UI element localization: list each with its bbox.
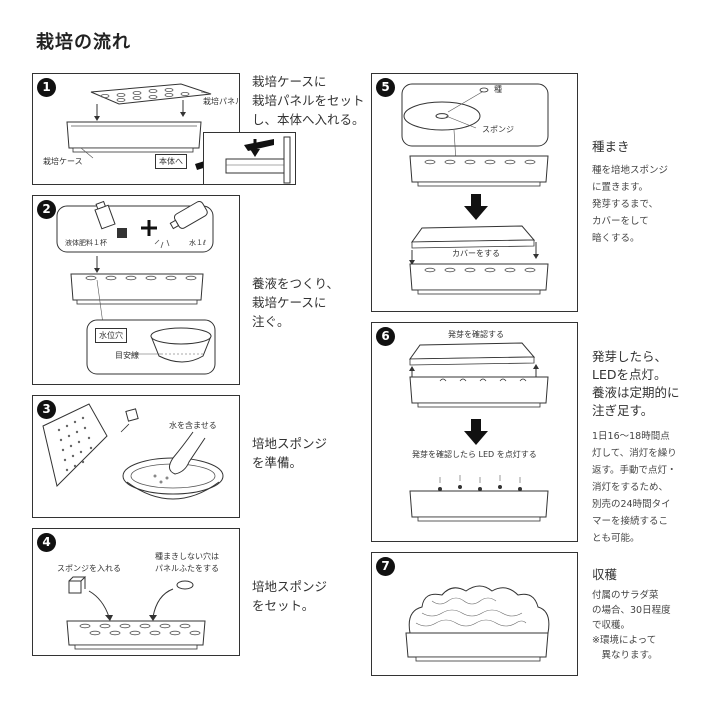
step-4-panel: スポンジを入れる 種まきしない穴は パネルふたをする 4 [32, 528, 240, 656]
label-cover-unused-holes-1: 種まきしない穴は [155, 552, 219, 561]
step-7-number: 7 [376, 557, 395, 576]
page-title: 栽培の流れ [36, 32, 131, 53]
step-5-description: 種まき 種を培地スポンジに置きます。発芽するまで、 カバーをして暗くする。 [592, 139, 669, 244]
step-2-panel: 液体肥料１杯 水１ℓ 水位穴 目安線 2 [32, 195, 240, 385]
label-confirm-germination: 発芽を確認する [448, 330, 504, 339]
label-cultivation-panel: 栽培パネル [203, 97, 240, 106]
label-water: 水１ℓ [189, 239, 206, 247]
step-6-heading: 発芽したら、LEDを点灯。 養液は定期的に注ぎ足す。 [592, 349, 680, 418]
step-5-illustration [401, 83, 549, 295]
step-2-number: 2 [37, 200, 56, 219]
step-1-body-inset [203, 132, 296, 185]
label-to-body: 本体へ [155, 154, 187, 169]
step-6-illustration [409, 342, 549, 522]
label-seed: 種 [494, 85, 502, 94]
step-6-number: 6 [376, 327, 395, 346]
label-water-level-hole: 水位穴 [95, 328, 127, 343]
step-6-description: 発芽したら、LEDを点灯。 養液は定期的に注ぎ足す。 1日16～18時間点灯して… [592, 349, 680, 544]
step-2-description: 養液をつくり、栽培ケースに注ぐ。 [252, 276, 340, 329]
step-3-number: 3 [37, 400, 56, 419]
step-7-description: 収穫 付属のサラダ菜の場合、30日程度で収穫。 ※環境によって 異なります。 [592, 567, 671, 661]
step-1-number: 1 [37, 78, 56, 97]
step-4-number: 4 [37, 533, 56, 552]
label-guide-line: 目安線 [115, 351, 139, 360]
step-5-number: 5 [376, 78, 395, 97]
label-soak-with-water: 水を含ませる [169, 421, 217, 430]
label-cultivation-case: 栽培ケース [43, 157, 83, 166]
label-sponge: スポンジ [482, 125, 514, 134]
step-4-description: 培地スポンジをセット。 [252, 579, 328, 613]
step-3-illustration [42, 403, 224, 500]
label-liquid-fertilizer: 液体肥料１杯 [65, 239, 107, 247]
step-3-description: 培地スポンジを準備。 [252, 436, 328, 470]
step-5-heading: 種まき [592, 139, 630, 154]
step-5-panel: 種 スポンジ カバーをする 5 [371, 73, 578, 312]
step-7-heading: 収穫 [592, 567, 618, 582]
label-insert-sponge: スポンジを入れる [57, 564, 121, 573]
step-4-illustration [66, 576, 206, 650]
label-turn-on-led: 発芽を確認したら LED を点灯する [412, 450, 537, 459]
step-1-description: 栽培ケースに栽培パネルをセットし、本体へ入れる。 [252, 74, 365, 127]
step-3-panel: 水を含ませる 3 [32, 395, 240, 518]
label-put-cover: カバーをする [452, 249, 500, 258]
label-cover-unused-holes-2: パネルふたをする [155, 564, 219, 573]
step-7-illustration [405, 585, 550, 662]
step-6-panel: 発芽を確認する 発芽を確認したら LED を点灯する 6 [371, 322, 578, 542]
main-unit-illustration [225, 136, 291, 184]
step-7-panel: 7 [371, 552, 578, 676]
